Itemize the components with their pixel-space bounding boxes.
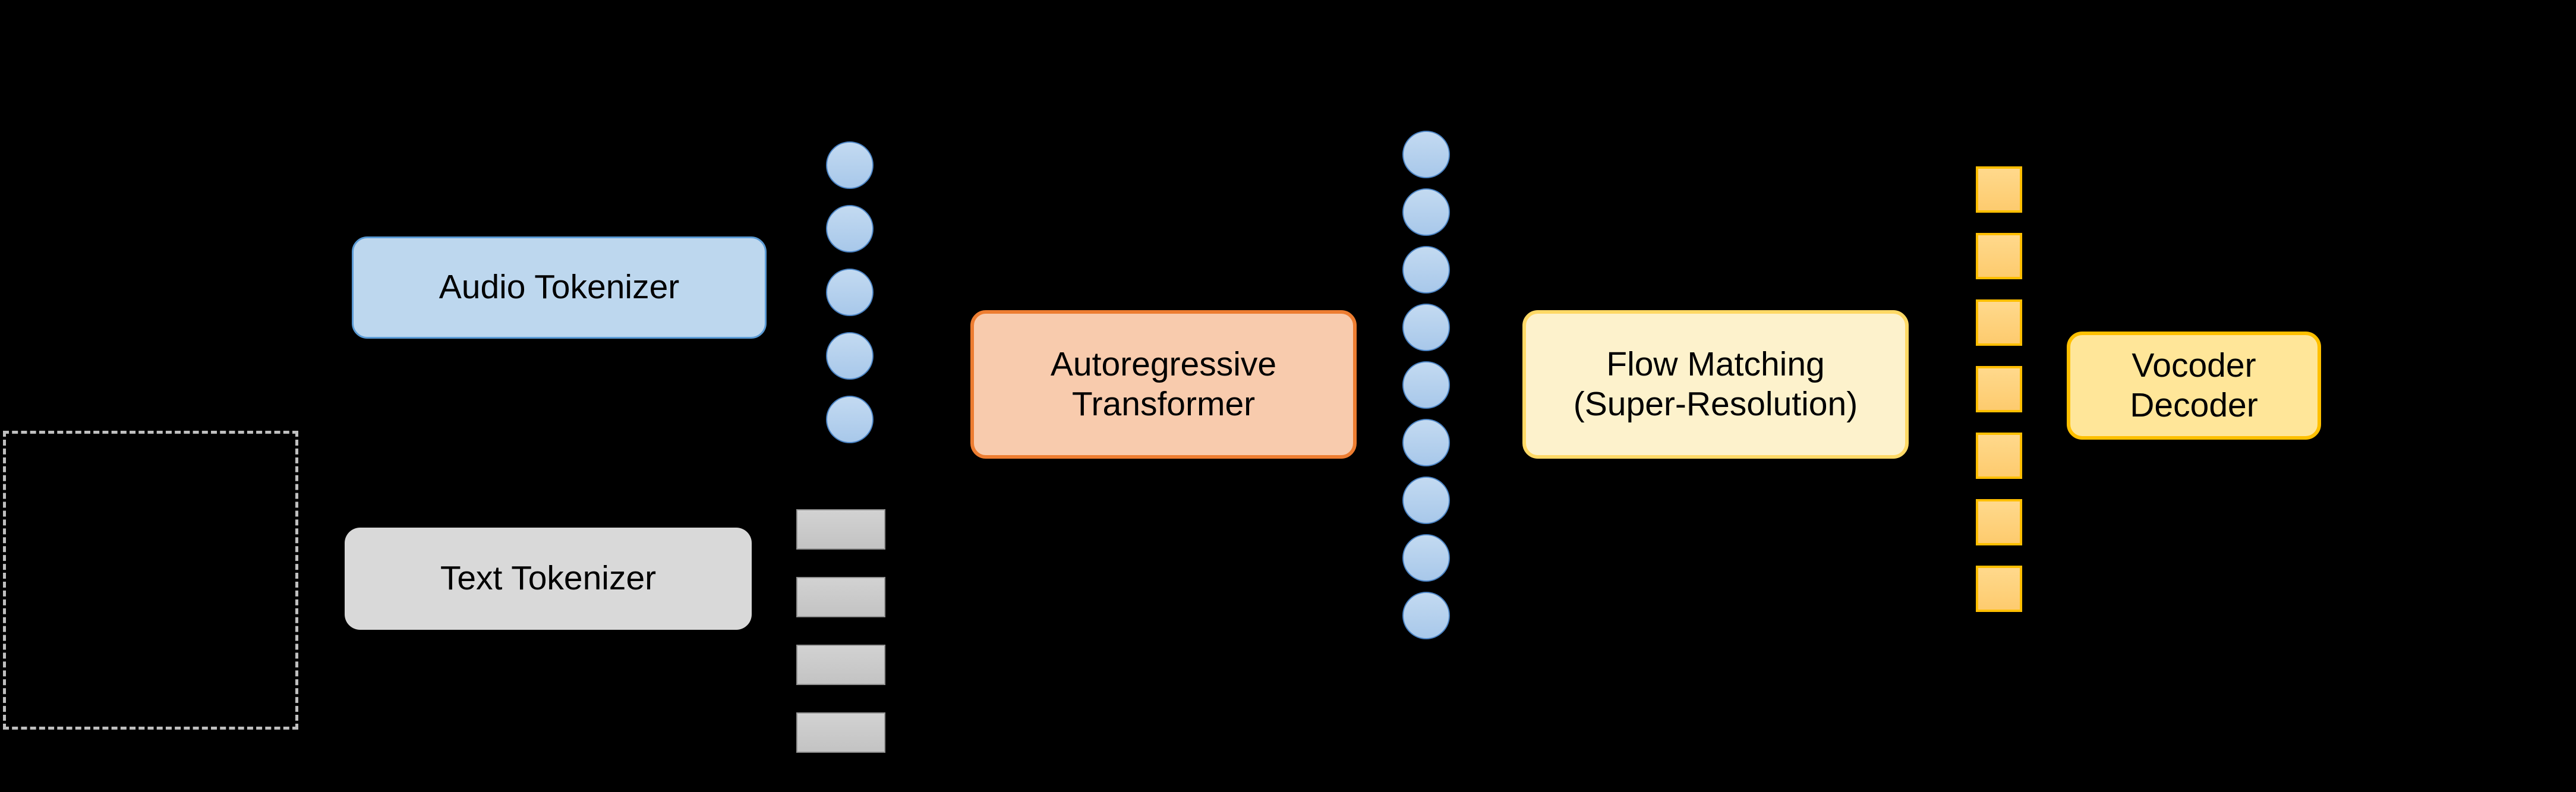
token-circle bbox=[826, 205, 874, 253]
token-circle bbox=[826, 141, 874, 189]
token-square bbox=[1976, 233, 2022, 279]
token-bar bbox=[796, 577, 885, 617]
input-placeholder-group bbox=[3, 431, 298, 730]
block-text-tokenizer[interactable]: Text Tokenizer bbox=[345, 528, 752, 630]
token-circle bbox=[1402, 592, 1450, 639]
token-square bbox=[1976, 166, 2022, 213]
acoustic-feature-column bbox=[1976, 166, 2022, 612]
token-bar bbox=[796, 712, 885, 753]
token-circle bbox=[1402, 361, 1450, 409]
token-circle bbox=[1402, 304, 1450, 351]
token-square bbox=[1976, 299, 2022, 346]
token-circle bbox=[826, 332, 874, 380]
token-circle bbox=[826, 396, 874, 443]
audio-token-column bbox=[826, 141, 874, 443]
token-circle bbox=[1402, 419, 1450, 466]
token-square bbox=[1976, 566, 2022, 612]
block-autoregressive-transformer[interactable]: Autoregressive Transformer bbox=[970, 310, 1357, 459]
token-bar bbox=[796, 509, 885, 550]
semantic-token-column bbox=[1402, 131, 1450, 639]
token-square bbox=[1976, 433, 2022, 479]
token-circle bbox=[1402, 477, 1450, 524]
token-square bbox=[1976, 499, 2022, 545]
block-audio-tokenizer[interactable]: Audio Tokenizer bbox=[352, 236, 767, 339]
text-token-column bbox=[796, 509, 885, 753]
token-circle bbox=[826, 269, 874, 316]
token-square bbox=[1976, 366, 2022, 412]
token-circle bbox=[1402, 188, 1450, 236]
token-bar bbox=[796, 645, 885, 685]
token-circle bbox=[1402, 246, 1450, 294]
token-circle bbox=[1402, 534, 1450, 582]
block-vocoder-decoder[interactable]: Vocoder Decoder bbox=[2067, 332, 2321, 440]
token-circle bbox=[1402, 131, 1450, 178]
block-flow-matching[interactable]: Flow Matching (Super-Resolution) bbox=[1522, 310, 1909, 459]
